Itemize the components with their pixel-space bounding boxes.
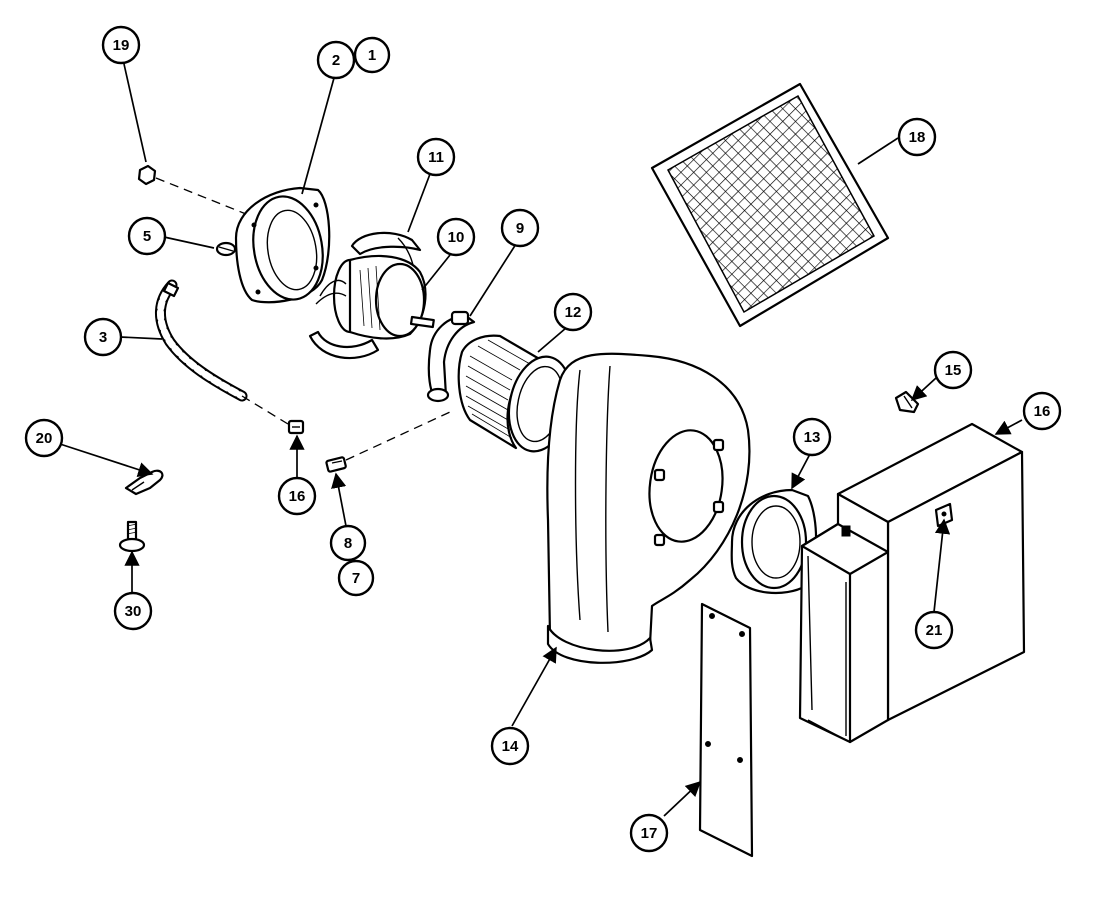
- assembly-line-screw: [345, 411, 451, 461]
- callout-9: 9: [500, 208, 540, 248]
- motor-bracket-part: [308, 231, 422, 360]
- callout-13: 13: [792, 417, 832, 457]
- leader-21: [933, 518, 951, 613]
- clamp-part: [426, 310, 476, 403]
- blower-housing-part: [546, 352, 751, 664]
- svg-text:5: 5: [143, 228, 151, 245]
- leader-12: [537, 327, 567, 353]
- svg-text:7: 7: [352, 570, 360, 587]
- svg-text:1: 1: [368, 47, 376, 64]
- leader-20: [59, 443, 154, 478]
- leader-11: [407, 173, 431, 233]
- callout-16-housing: 16: [1022, 391, 1062, 431]
- callout-7: 7: [337, 559, 375, 597]
- callout-11: 11: [416, 137, 456, 177]
- svg-text:2: 2: [332, 52, 340, 69]
- screw-part: [215, 241, 237, 257]
- svg-text:17: 17: [641, 825, 658, 842]
- leader-18: [857, 137, 899, 165]
- callout-8: 8: [329, 524, 367, 562]
- callout-20: 20: [24, 418, 64, 458]
- svg-text:21: 21: [926, 622, 943, 639]
- svg-text:19: 19: [113, 37, 130, 54]
- svg-text:18: 18: [909, 129, 926, 146]
- callout-16-screw: 16: [277, 476, 317, 516]
- callout-5: 5: [127, 216, 167, 256]
- leader-17: [663, 780, 702, 817]
- callout-21: 21: [914, 610, 954, 650]
- clip-part: [124, 469, 164, 496]
- housing-box-part: [798, 422, 1026, 744]
- leader-15: [910, 377, 937, 402]
- screw-part-small: [287, 419, 305, 435]
- callout-15: 15: [933, 350, 973, 390]
- leader-13: [791, 453, 811, 490]
- svg-text:16: 16: [289, 488, 306, 505]
- callout-19: 19: [101, 25, 141, 65]
- callout-1: 1: [353, 36, 391, 74]
- leader-5: [163, 236, 215, 249]
- svg-text:15: 15: [945, 362, 962, 379]
- leader-2: [301, 77, 335, 195]
- callout-18: 18: [897, 117, 937, 157]
- leader-8: [331, 472, 347, 527]
- callout-14: 14: [490, 726, 530, 766]
- callout-2: 2: [316, 40, 356, 80]
- callout-10: 10: [436, 217, 476, 257]
- leader-19: [123, 63, 147, 163]
- callout-12: 12: [553, 292, 593, 332]
- nut-part: [137, 164, 157, 186]
- svg-text:11: 11: [428, 149, 444, 166]
- svg-text:9: 9: [516, 220, 524, 237]
- callout-3: 3: [83, 317, 123, 357]
- leader-16b: [994, 419, 1023, 435]
- svg-text:3: 3: [99, 329, 107, 346]
- cover-plate-part: [698, 602, 754, 858]
- leader-9: [469, 243, 517, 317]
- motor-part: [315, 254, 435, 340]
- leader-3: [119, 336, 163, 340]
- gasket-ring-part: [730, 488, 818, 595]
- callout-17: 17: [629, 813, 669, 853]
- svg-text:30: 30: [125, 603, 142, 620]
- svg-text:13: 13: [804, 429, 821, 446]
- leader-14: [511, 646, 557, 727]
- sheet-metal-screw-part: [118, 520, 146, 553]
- bracket-clip-part: [894, 390, 920, 414]
- assembly-line-nut: [155, 177, 247, 215]
- svg-text:12: 12: [565, 304, 582, 321]
- assembly-line-cord: [241, 395, 289, 425]
- leader-10: [421, 254, 451, 291]
- callout-30: 30: [113, 591, 153, 631]
- svg-text:14: 14: [502, 738, 519, 755]
- svg-text:8: 8: [344, 535, 352, 552]
- screw-part-8: [325, 456, 347, 473]
- svg-text:20: 20: [36, 430, 53, 447]
- filter-part: [650, 82, 890, 328]
- svg-text:10: 10: [448, 229, 465, 246]
- svg-text:16: 16: [1034, 403, 1051, 420]
- inlet-ring-part: [234, 186, 331, 304]
- power-cord-part: [154, 279, 248, 402]
